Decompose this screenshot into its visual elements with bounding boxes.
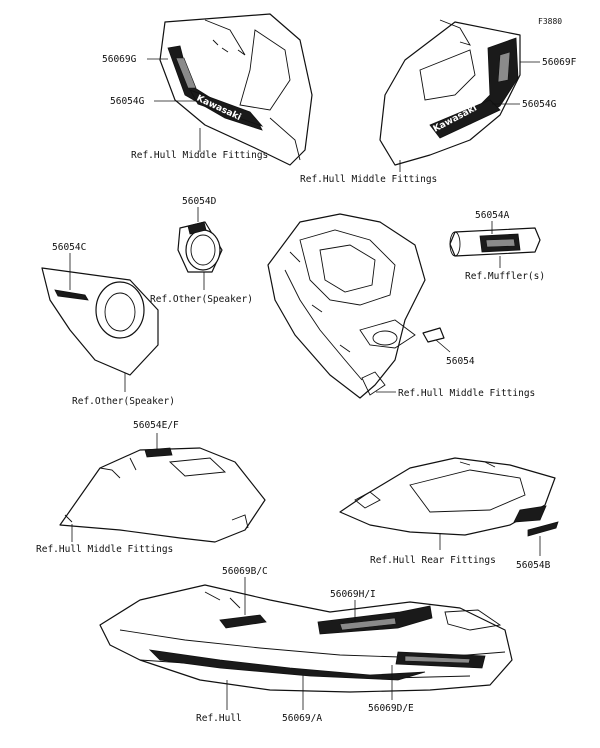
label-ref-hull-middle-2: Ref.Hull Middle Fittings (300, 174, 437, 185)
label-56069BC: 56069B/C (222, 566, 268, 577)
label-56054: 56054 (446, 356, 475, 367)
label-56069A: 56069/A (282, 713, 322, 724)
label-ref-hull-middle-1: Ref.Hull Middle Fittings (131, 150, 268, 161)
hull-middle-fitting (267, 213, 445, 399)
label-ref-other-speaker-1: Ref.Other(Speaker) (150, 294, 253, 305)
decal-56069BC (219, 614, 267, 629)
label-56054EF: 56054E/F (133, 420, 179, 431)
label-ref-hull-middle-4: Ref.Hull Middle Fittings (36, 544, 173, 555)
decal-56054C (54, 289, 89, 301)
left-side-panel: Kawasaki (159, 13, 313, 166)
label-ref-hull-rear: Ref.Hull Rear Fittings (370, 555, 496, 566)
label-56069G: 56069G (102, 54, 137, 65)
decal-56069A (148, 649, 426, 681)
decal-56054D (187, 221, 207, 235)
right-side-panel: Kawasaki (379, 19, 521, 166)
label-ref-hull-middle-3: Ref.Hull Middle Fittings (398, 388, 535, 399)
label-56054G-right: 56054G (522, 99, 557, 110)
speaker-cover (41, 267, 159, 376)
main-hull (99, 584, 513, 693)
label-56069F: 56069F (542, 57, 577, 68)
label-ref-hull: Ref.Hull (196, 713, 242, 724)
middle-cowl (59, 447, 266, 543)
speaker-small (177, 221, 223, 273)
label-56054A: 56054A (475, 210, 510, 221)
label-56054D: 56054D (182, 196, 217, 207)
label-56054B: 56054B (516, 560, 551, 571)
label-56069DE: 56069D/E (368, 703, 414, 714)
label-ref-other-speaker-2: Ref.Other(Speaker) (72, 396, 175, 407)
kawasaki-decal-left (189, 89, 264, 127)
label-56069HI: 56069H/I (330, 589, 376, 600)
label-ref-muffler: Ref.Muffler(s) (465, 271, 545, 282)
rear-hull-fitting (339, 457, 559, 537)
kawasaki-decal-right (429, 99, 501, 139)
label-56054G-left: 56054G (110, 96, 145, 107)
figure-code: F3880 (538, 17, 562, 26)
decal-56054EF (144, 447, 173, 458)
decal-56054B (527, 521, 559, 537)
label-56054C: 56054C (52, 242, 86, 253)
muffler (449, 227, 541, 257)
